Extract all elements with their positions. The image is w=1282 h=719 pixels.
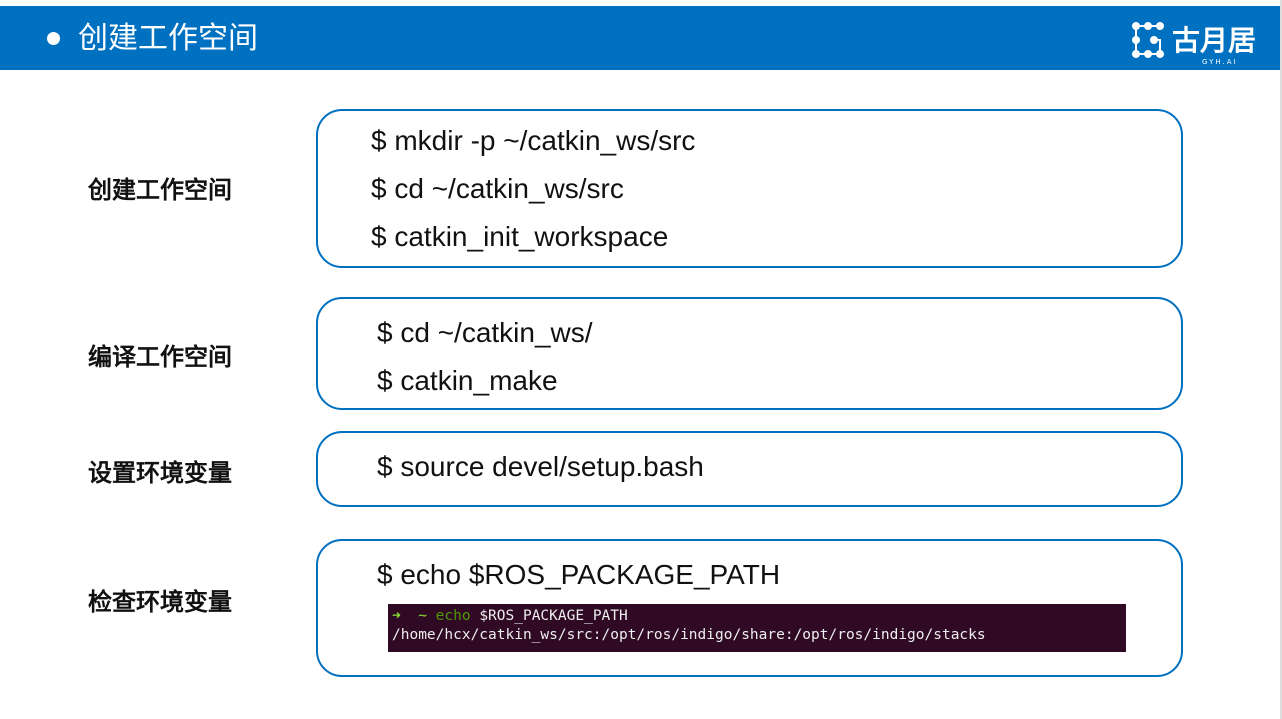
- section-label-check: 检查环境变量: [88, 588, 232, 616]
- command-box-build: $ cd ~/catkin_ws/ $ catkin_make: [316, 297, 1183, 410]
- command-line: $ source devel/setup.bash: [377, 451, 704, 482]
- command-line: $ cd ~/catkin_ws/src: [371, 173, 624, 204]
- command-line: $ mkdir -p ~/catkin_ws/src: [371, 125, 696, 156]
- prompt-dir: ~: [418, 608, 427, 624]
- section-label-build: 编译工作空间: [88, 343, 232, 371]
- terminal-args: $ROS_PACKAGE_PATH: [479, 608, 628, 624]
- gyh-logo: 古月居 GYH.AI: [1132, 22, 1256, 66]
- command-box-env: $ source devel/setup.bash: [316, 431, 1183, 507]
- bullet-icon: [47, 32, 60, 45]
- section-label-create: 创建工作空间: [88, 176, 232, 204]
- terminal-output-line: /home/hcx/catkin_ws/src:/opt/ros/indigo/…: [392, 627, 986, 643]
- command-box-create: $ mkdir -p ~/catkin_ws/src $ cd ~/catkin…: [316, 109, 1183, 268]
- terminal-output: ➜ ~ echo $ROS_PACKAGE_PATH /home/hcx/cat…: [388, 604, 1126, 652]
- svg-text:GYH.AI: GYH.AI: [1202, 58, 1238, 66]
- command-box-check: $ echo $ROS_PACKAGE_PATH: [316, 539, 1183, 677]
- slide-edge: [1280, 0, 1282, 719]
- command-line: $ cd ~/catkin_ws/: [377, 317, 593, 348]
- page-title: 创建工作空间: [78, 21, 258, 56]
- command-line: $ echo $ROS_PACKAGE_PATH: [377, 559, 781, 590]
- command-line: $ catkin_init_workspace: [371, 221, 669, 252]
- header-bar: 创建工作空间 古月居 GYH.AI: [0, 6, 1280, 70]
- svg-text:古月居: 古月居: [1172, 24, 1256, 57]
- prompt-arrow-icon: ➜: [392, 608, 401, 624]
- command-line: $ catkin_make: [377, 365, 558, 396]
- terminal-command: echo: [435, 608, 471, 624]
- section-label-env: 设置环境变量: [88, 459, 232, 487]
